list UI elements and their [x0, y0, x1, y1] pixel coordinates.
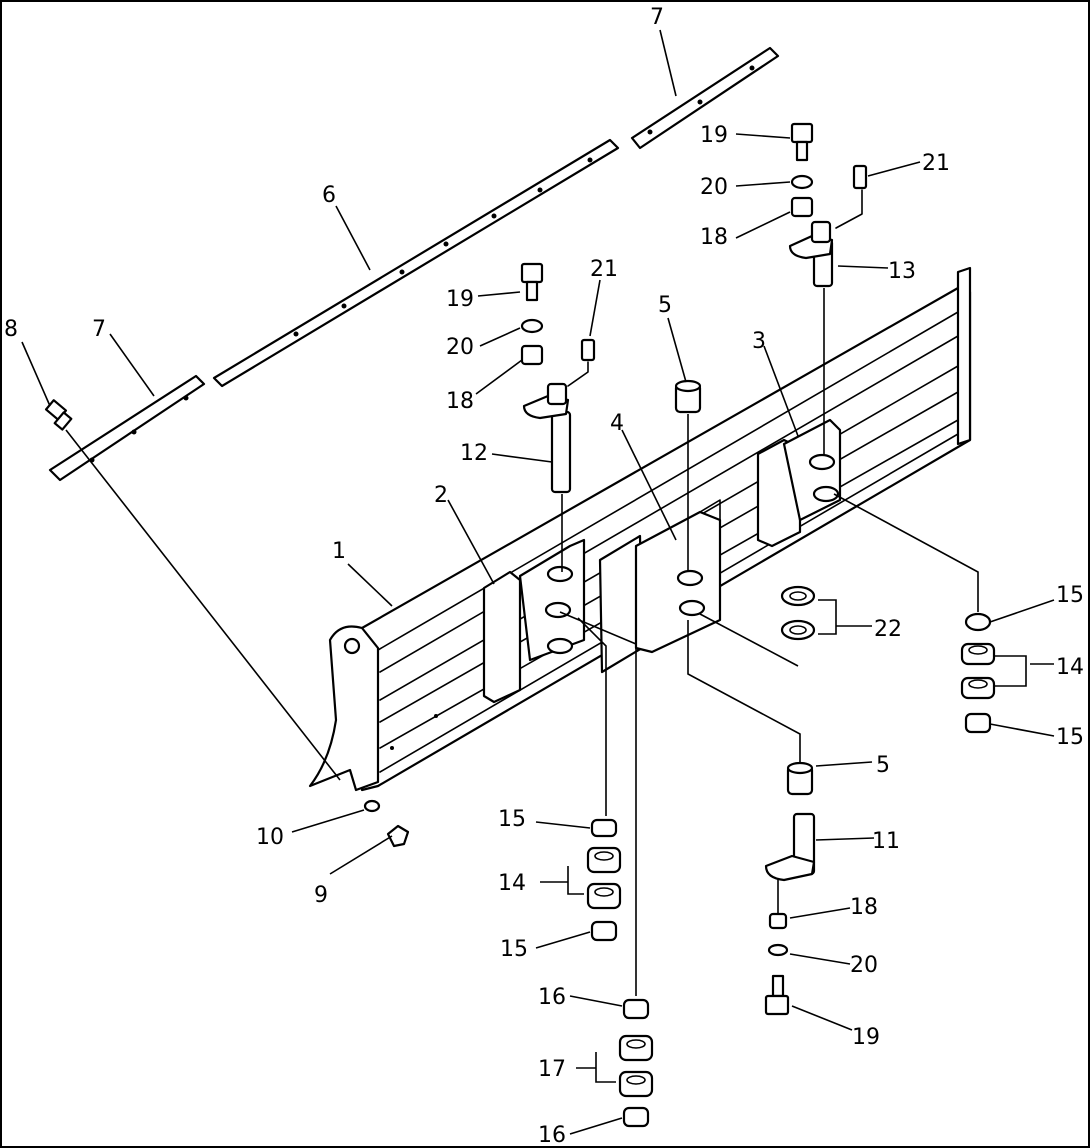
bolt-19-left: [520, 262, 544, 302]
label-9: 9: [314, 883, 328, 908]
pin-12: [522, 382, 572, 494]
label-20-bottom: 20: [850, 953, 878, 978]
label-22: 22: [874, 617, 902, 642]
leader-line: [65, 429, 341, 781]
nut-18-bottom: [768, 912, 788, 930]
label-18-bottom: 18: [850, 895, 878, 920]
label-5-bottom: 5: [876, 753, 890, 778]
label-15-right-bottom: 15: [1056, 725, 1084, 750]
label-12: 12: [460, 441, 488, 466]
label-21-left: 21: [590, 257, 618, 282]
label-5-top: 5: [658, 293, 672, 318]
bolt-9: [386, 824, 410, 848]
bracket-2: [482, 538, 586, 704]
label-18-left: 18: [446, 389, 474, 414]
label-16-top: 16: [538, 985, 566, 1010]
bolt-8: [44, 399, 73, 431]
fitting-21-left: [567, 338, 596, 387]
label-8: 8: [4, 317, 18, 342]
bushing-5-bottom: [786, 761, 814, 796]
cutting-edge-6: [212, 138, 620, 388]
washer-20-bottom: [767, 943, 789, 957]
label-7-right: 7: [650, 5, 664, 30]
washer-20-right: [790, 174, 814, 190]
leader-line: [559, 611, 637, 996]
label-20-right: 20: [700, 175, 728, 200]
shim-22: [780, 585, 816, 641]
label-16-bottom: 16: [538, 1123, 566, 1148]
label-13: 13: [888, 259, 916, 284]
leader-line: [699, 613, 799, 667]
pin-11: [764, 812, 816, 882]
left-bearing-stack: [586, 818, 622, 942]
label-14-right: 14: [1056, 655, 1084, 680]
label-15-right-top: 15: [1056, 583, 1084, 608]
label-19-bottom: 19: [852, 1025, 880, 1050]
label-7-left: 7: [92, 317, 106, 342]
leader-line: [687, 620, 801, 768]
label-6: 6: [322, 183, 336, 208]
label-4: 4: [610, 411, 624, 436]
label-17: 17: [538, 1057, 566, 1082]
washer-20-left: [520, 318, 544, 334]
leader-line: [577, 617, 607, 816]
label-15-left-top: 15: [498, 807, 526, 832]
label-20-left: 20: [446, 335, 474, 360]
part-labels: 1 2 3 4 5 5 6 7 7 8 9 10 11 12 13 14 14 …: [4, 5, 1084, 1148]
nut-18-right: [790, 196, 814, 218]
label-1: 1: [332, 539, 346, 564]
label-15-left-bottom: 15: [500, 937, 528, 962]
label-21-right: 21: [922, 151, 950, 176]
label-2: 2: [434, 483, 448, 508]
label-19-left: 19: [446, 287, 474, 312]
center-bearing-stack: [618, 998, 654, 1128]
fitting-21-right: [835, 164, 868, 229]
leader-line: [833, 493, 979, 612]
right-bearing-stack: [960, 612, 996, 734]
cutting-edge-7-left: [48, 374, 206, 482]
blade-body: [308, 266, 972, 792]
nut-18-left: [520, 344, 544, 366]
callout-lines: [21, 29, 1055, 1135]
bolt-19-bottom: [764, 974, 790, 1016]
label-11: 11: [872, 829, 900, 854]
label-14-left: 14: [498, 871, 526, 896]
nut-10: [363, 799, 381, 813]
cutting-edge-7-right: [630, 46, 780, 150]
label-19-right: 19: [700, 123, 728, 148]
label-10: 10: [256, 825, 284, 850]
bolt-19-right: [790, 122, 814, 162]
label-3: 3: [752, 329, 766, 354]
bracket-3: [756, 418, 842, 548]
pin-13: [788, 220, 834, 288]
bushing-5-top: [674, 379, 702, 414]
label-18-right: 18: [700, 225, 728, 250]
